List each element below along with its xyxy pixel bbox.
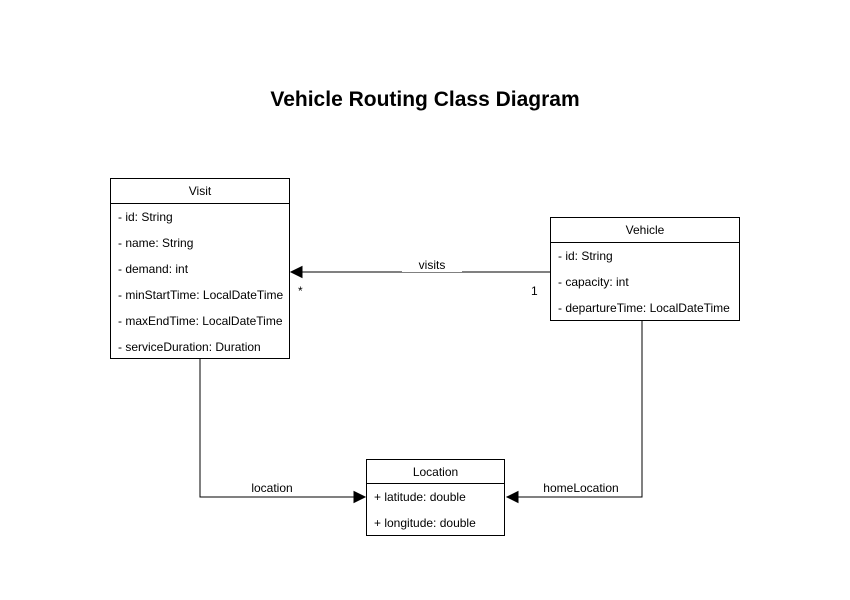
class-field: - capacity: int [558,275,629,289]
location-association-arrow [199,359,367,504]
class-field: - departureTime: LocalDateTime [558,301,730,315]
edge-label-visits: visits [402,258,462,272]
visits-association-arrow [289,265,550,279]
homelocation-association-arrow [505,321,643,504]
multiplicity-visits-source: 1 [531,284,538,298]
class-field: - serviceDuration: Duration [118,340,261,354]
class-field: - id: String [118,210,173,224]
class-box-location: Location + latitude: double + longitude:… [366,459,505,536]
class-name-location: Location [367,460,504,484]
class-fields-location: + latitude: double + longitude: double [367,484,504,536]
class-field: - minStartTime: LocalDateTime [118,288,284,302]
edge-label-location: location [232,481,312,495]
class-box-vehicle: Vehicle - id: String - capacity: int - d… [550,217,740,321]
class-fields-vehicle: - id: String - capacity: int - departure… [551,243,739,321]
class-box-visit: Visit - id: String - name: String - dema… [110,178,290,359]
class-field: - demand: int [118,262,189,276]
class-fields-visit: - id: String - name: String - demand: in… [111,204,289,360]
multiplicity-visits-target: * [298,284,303,298]
diagram-title: Vehicle Routing Class Diagram [270,88,580,111]
class-field: + longitude: double [374,516,476,530]
class-field: - name: String [118,236,194,250]
class-field: - id: String [558,249,613,263]
class-name-visit: Visit [111,179,289,204]
class-field: + latitude: double [374,490,466,504]
edge-label-homelocation: homeLocation [521,481,641,495]
class-field: - maxEndTime: LocalDateTime [118,314,283,328]
class-name-vehicle: Vehicle [551,218,739,243]
